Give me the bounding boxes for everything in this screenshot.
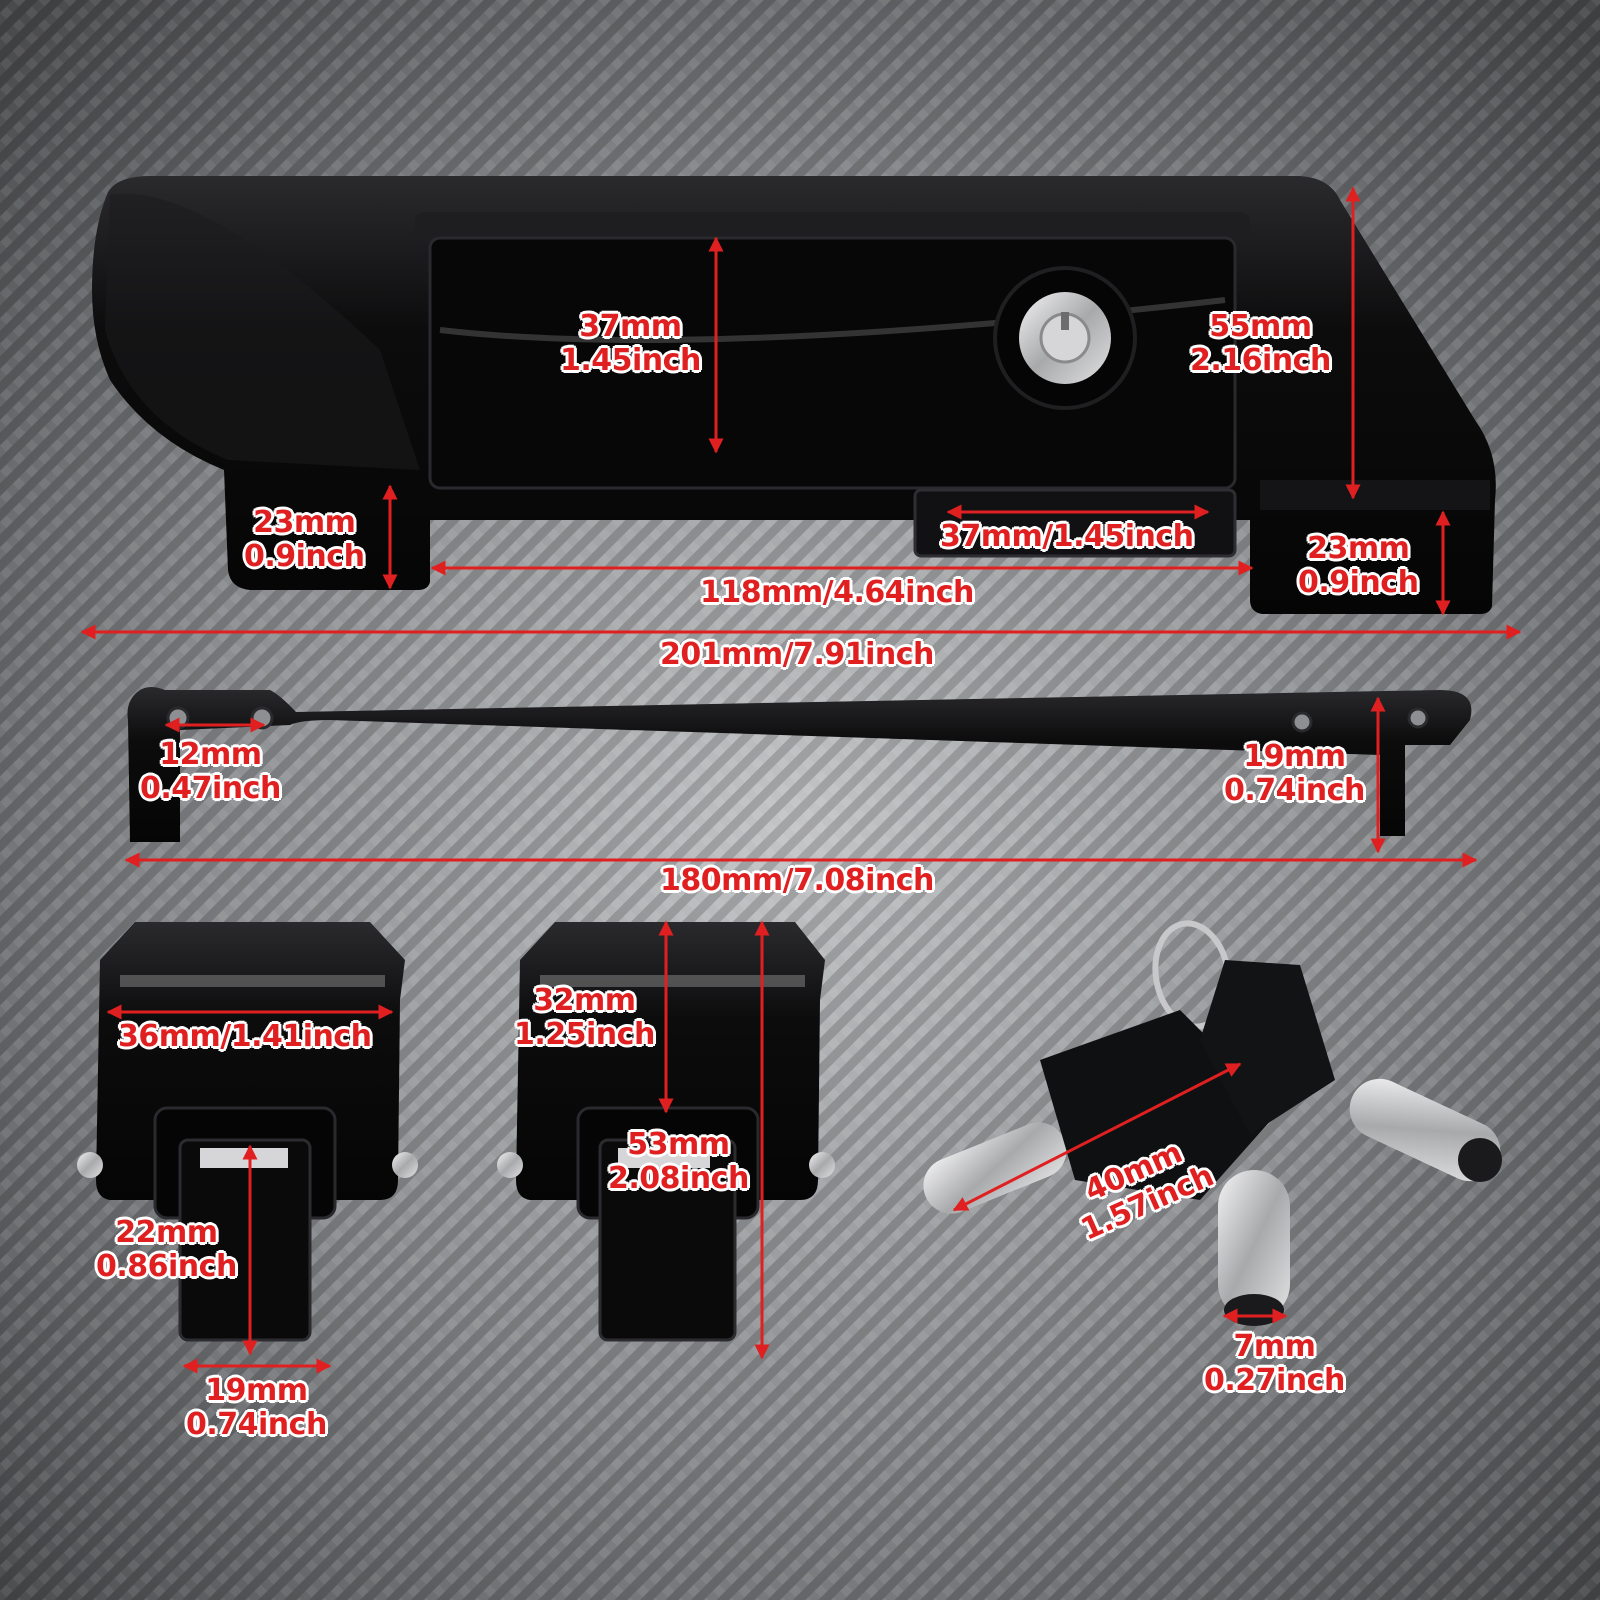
label-mm: 23mm <box>253 505 356 540</box>
label-handle-inner-width: 118mm/4.64inch <box>700 576 974 610</box>
dimension-lines <box>80 186 1522 1374</box>
label-bar-hole-spacing: 12mm 0.47inch <box>140 738 281 805</box>
bar-hole-right-1 <box>1291 711 1313 733</box>
label-inch: 2.16inch <box>1190 342 1331 378</box>
label-right-foot: 23mm 0.9inch <box>1298 531 1419 600</box>
label-inch: 0.27inch <box>1204 1362 1345 1398</box>
handle-right-step <box>1260 480 1490 510</box>
latch-left-highlight <box>120 975 385 987</box>
label-inch: 2.08inch <box>608 1160 749 1196</box>
latch-right-spring <box>618 1148 710 1168</box>
label-mm: 7mm <box>1233 1329 1316 1364</box>
label-latch-tongue-width: 19mm 0.74inch <box>186 1374 327 1441</box>
latch-left-pin-left <box>77 1152 103 1178</box>
label-inch: 1.45inch <box>560 342 701 378</box>
label-mm: 23mm <box>1307 531 1410 566</box>
label-mm: 55mm <box>1209 309 1312 344</box>
latch-right-tongue <box>598 1138 737 1342</box>
label-inch: 0.74inch <box>1224 772 1365 808</box>
label-bar-drop: 19mm 0.74inch <box>1224 740 1365 807</box>
label-slot-width: 37mm/1.45inch <box>940 520 1194 554</box>
label-mm: 19mm <box>205 1373 308 1408</box>
label-text: 180mm/7.08inch <box>660 863 934 898</box>
latch-handle <box>92 176 1496 614</box>
label-inch: 0.47inch <box>140 770 281 806</box>
key-3-tip <box>1224 1294 1284 1326</box>
label-text: 201mm/7.91inch <box>660 637 934 672</box>
latch-left-pin-right <box>392 1152 418 1178</box>
label-mm: 22mm <box>115 1215 218 1250</box>
handle-left-wing <box>105 193 420 470</box>
label-latch-width: 36mm/1.41inch <box>118 1020 372 1054</box>
label-inch: 0.9inch <box>244 538 365 574</box>
latch-left-spring <box>200 1148 288 1168</box>
label-latch-tongue-height: 22mm 0.86inch <box>96 1216 237 1283</box>
label-handle-total-width: 201mm/7.91inch <box>660 638 934 672</box>
label-handle-total-height: 55mm 2.16inch <box>1190 310 1331 377</box>
label-key-barrel: 7mm 0.27inch <box>1204 1330 1345 1397</box>
latch-right-pin-left <box>497 1152 523 1178</box>
key-2-tip <box>1458 1138 1502 1182</box>
label-text: 36mm/1.41inch <box>118 1019 372 1054</box>
key-3 <box>1218 1170 1290 1326</box>
label-mm: 37mm <box>579 309 682 344</box>
label-inch: 0.86inch <box>96 1248 237 1284</box>
label-inch: 0.9inch <box>1298 564 1419 600</box>
label-mm: 53mm <box>627 1127 730 1162</box>
label-bar-total-width: 180mm/7.08inch <box>660 864 934 898</box>
label-mm: 12mm <box>159 737 262 772</box>
latch-right-pin-right <box>809 1152 835 1178</box>
label-mm: 19mm <box>1243 739 1346 774</box>
label-latch-body-height: 32mm 1.25inch <box>514 984 655 1051</box>
keyhole-slot <box>1061 312 1069 330</box>
handle-top-rim <box>415 212 1250 242</box>
bar-body <box>127 687 1472 842</box>
label-inch: 0.74inch <box>186 1406 327 1442</box>
label-text: 37mm/1.45inch <box>940 519 1194 554</box>
label-mm: 32mm <box>533 983 636 1018</box>
arrow-key-length <box>952 1062 1242 1212</box>
label-text: 118mm/4.64inch <box>700 575 974 610</box>
label-handle-inner-height: 37mm 1.45inch <box>560 310 701 377</box>
bar-hole-right-2 <box>1407 707 1429 729</box>
label-latch-total-height: 53mm 2.08inch <box>608 1128 749 1195</box>
label-left-foot: 23mm 0.9inch <box>244 505 365 574</box>
label-inch: 1.25inch <box>514 1016 655 1052</box>
